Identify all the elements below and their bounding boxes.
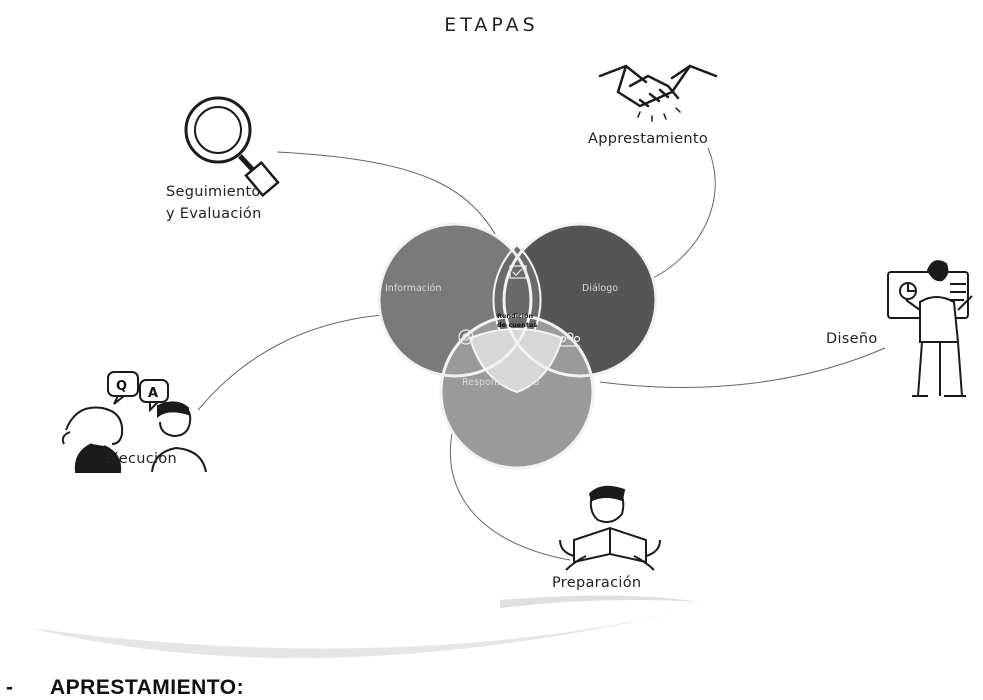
stage-label-preparacion: Preparación bbox=[552, 575, 642, 591]
venn-label-informacion: Información bbox=[385, 283, 442, 294]
page-title: ETAPAS bbox=[444, 14, 539, 36]
stage-label-ejecucion: Ejecución bbox=[105, 451, 178, 467]
stage-label-seguimiento: Seguimiento y Evaluación bbox=[166, 181, 262, 225]
venn-label-responsabilidad: Responsabilidad bbox=[462, 377, 539, 388]
decorative-swoosh-top bbox=[500, 595, 700, 608]
heading-dash: - bbox=[6, 676, 14, 699]
connector-ejecucion bbox=[197, 313, 396, 411]
decorative-swoosh bbox=[30, 600, 730, 659]
person-reading-icon bbox=[559, 485, 661, 571]
heading-text: APRESTAMIENTO: bbox=[50, 676, 245, 699]
magnifying-glass-icon bbox=[184, 96, 280, 198]
presenter-with-board-icon bbox=[887, 260, 973, 397]
question-answer-people-icon bbox=[61, 371, 207, 473]
connector-diseno bbox=[599, 347, 886, 388]
venn-center-line2: de cuentas bbox=[497, 321, 537, 329]
stage-label-seguimiento-line2: y Evaluación bbox=[166, 206, 262, 222]
checklist-icon bbox=[509, 265, 527, 279]
venn-label-dialogo: Diálogo bbox=[582, 283, 618, 294]
stage-label-apprestamiento: Apprestamiento bbox=[588, 131, 709, 147]
connector-seguimiento bbox=[276, 151, 501, 243]
q-bubble-letter: Q bbox=[116, 379, 127, 394]
section-heading: - APRESTAMIENTO: bbox=[6, 676, 244, 700]
stage-label-diseno: Diseño bbox=[826, 331, 878, 347]
venn-center-line1: Rendición bbox=[497, 312, 533, 320]
handshake-icon bbox=[598, 64, 718, 122]
stage-label-seguimiento-line1: Seguimiento bbox=[166, 184, 261, 200]
venn-diagram: Información Diálogo Responsabilidad Rend… bbox=[377, 222, 658, 470]
connector-apprestamiento bbox=[639, 147, 716, 285]
target-icon bbox=[458, 329, 474, 345]
a-bubble-letter: A bbox=[148, 386, 158, 401]
group-icon bbox=[559, 332, 581, 347]
